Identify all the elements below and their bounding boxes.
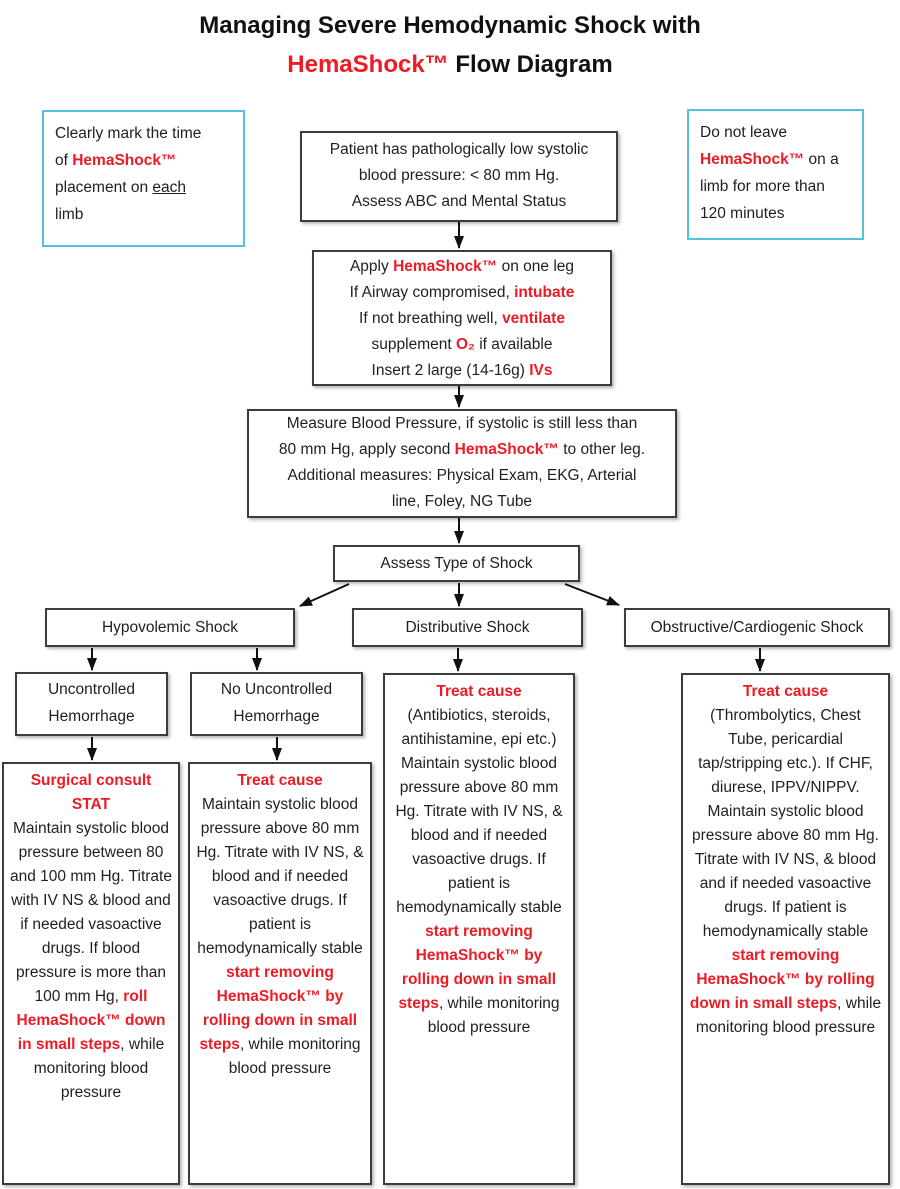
- page-title-line1: Managing Severe Hemodynamic Shock with: [199, 12, 701, 39]
- node-uncontrolled-hemorrhage: Uncontrolled Hemorrhage: [15, 672, 168, 736]
- node-measure-bp: Measure Blood Pressure, if systolic is s…: [247, 409, 677, 518]
- node-hypovolemic-shock: Hypovolemic Shock: [45, 608, 295, 647]
- arrow-assess-to-hypovolemic: [299, 583, 350, 607]
- node-no-uncontrolled-hemorrhage: No Uncontrolled Hemorrhage: [190, 672, 363, 736]
- node-distributive-shock: Distributive Shock: [352, 608, 583, 647]
- arrow-assess-to-obstructive: [564, 583, 620, 606]
- node-assess-shock-type: Assess Type of Shock: [333, 545, 580, 582]
- node-outcome-distributive-treat-cause: Treat cause(Antibiotics, steroids, antih…: [383, 673, 575, 1185]
- node-outcome-obstructive-treat-cause: Treat cause(Thrombolytics, Chest Tube, p…: [681, 673, 890, 1185]
- node-obstructive-cardiogenic-shock: Obstructive/Cardiogenic Shock: [624, 608, 890, 647]
- page-title: Managing Severe Hemodynamic Shock with H…: [0, 6, 900, 84]
- page-title-line2: HemaShock™ Flow Diagram: [287, 51, 613, 78]
